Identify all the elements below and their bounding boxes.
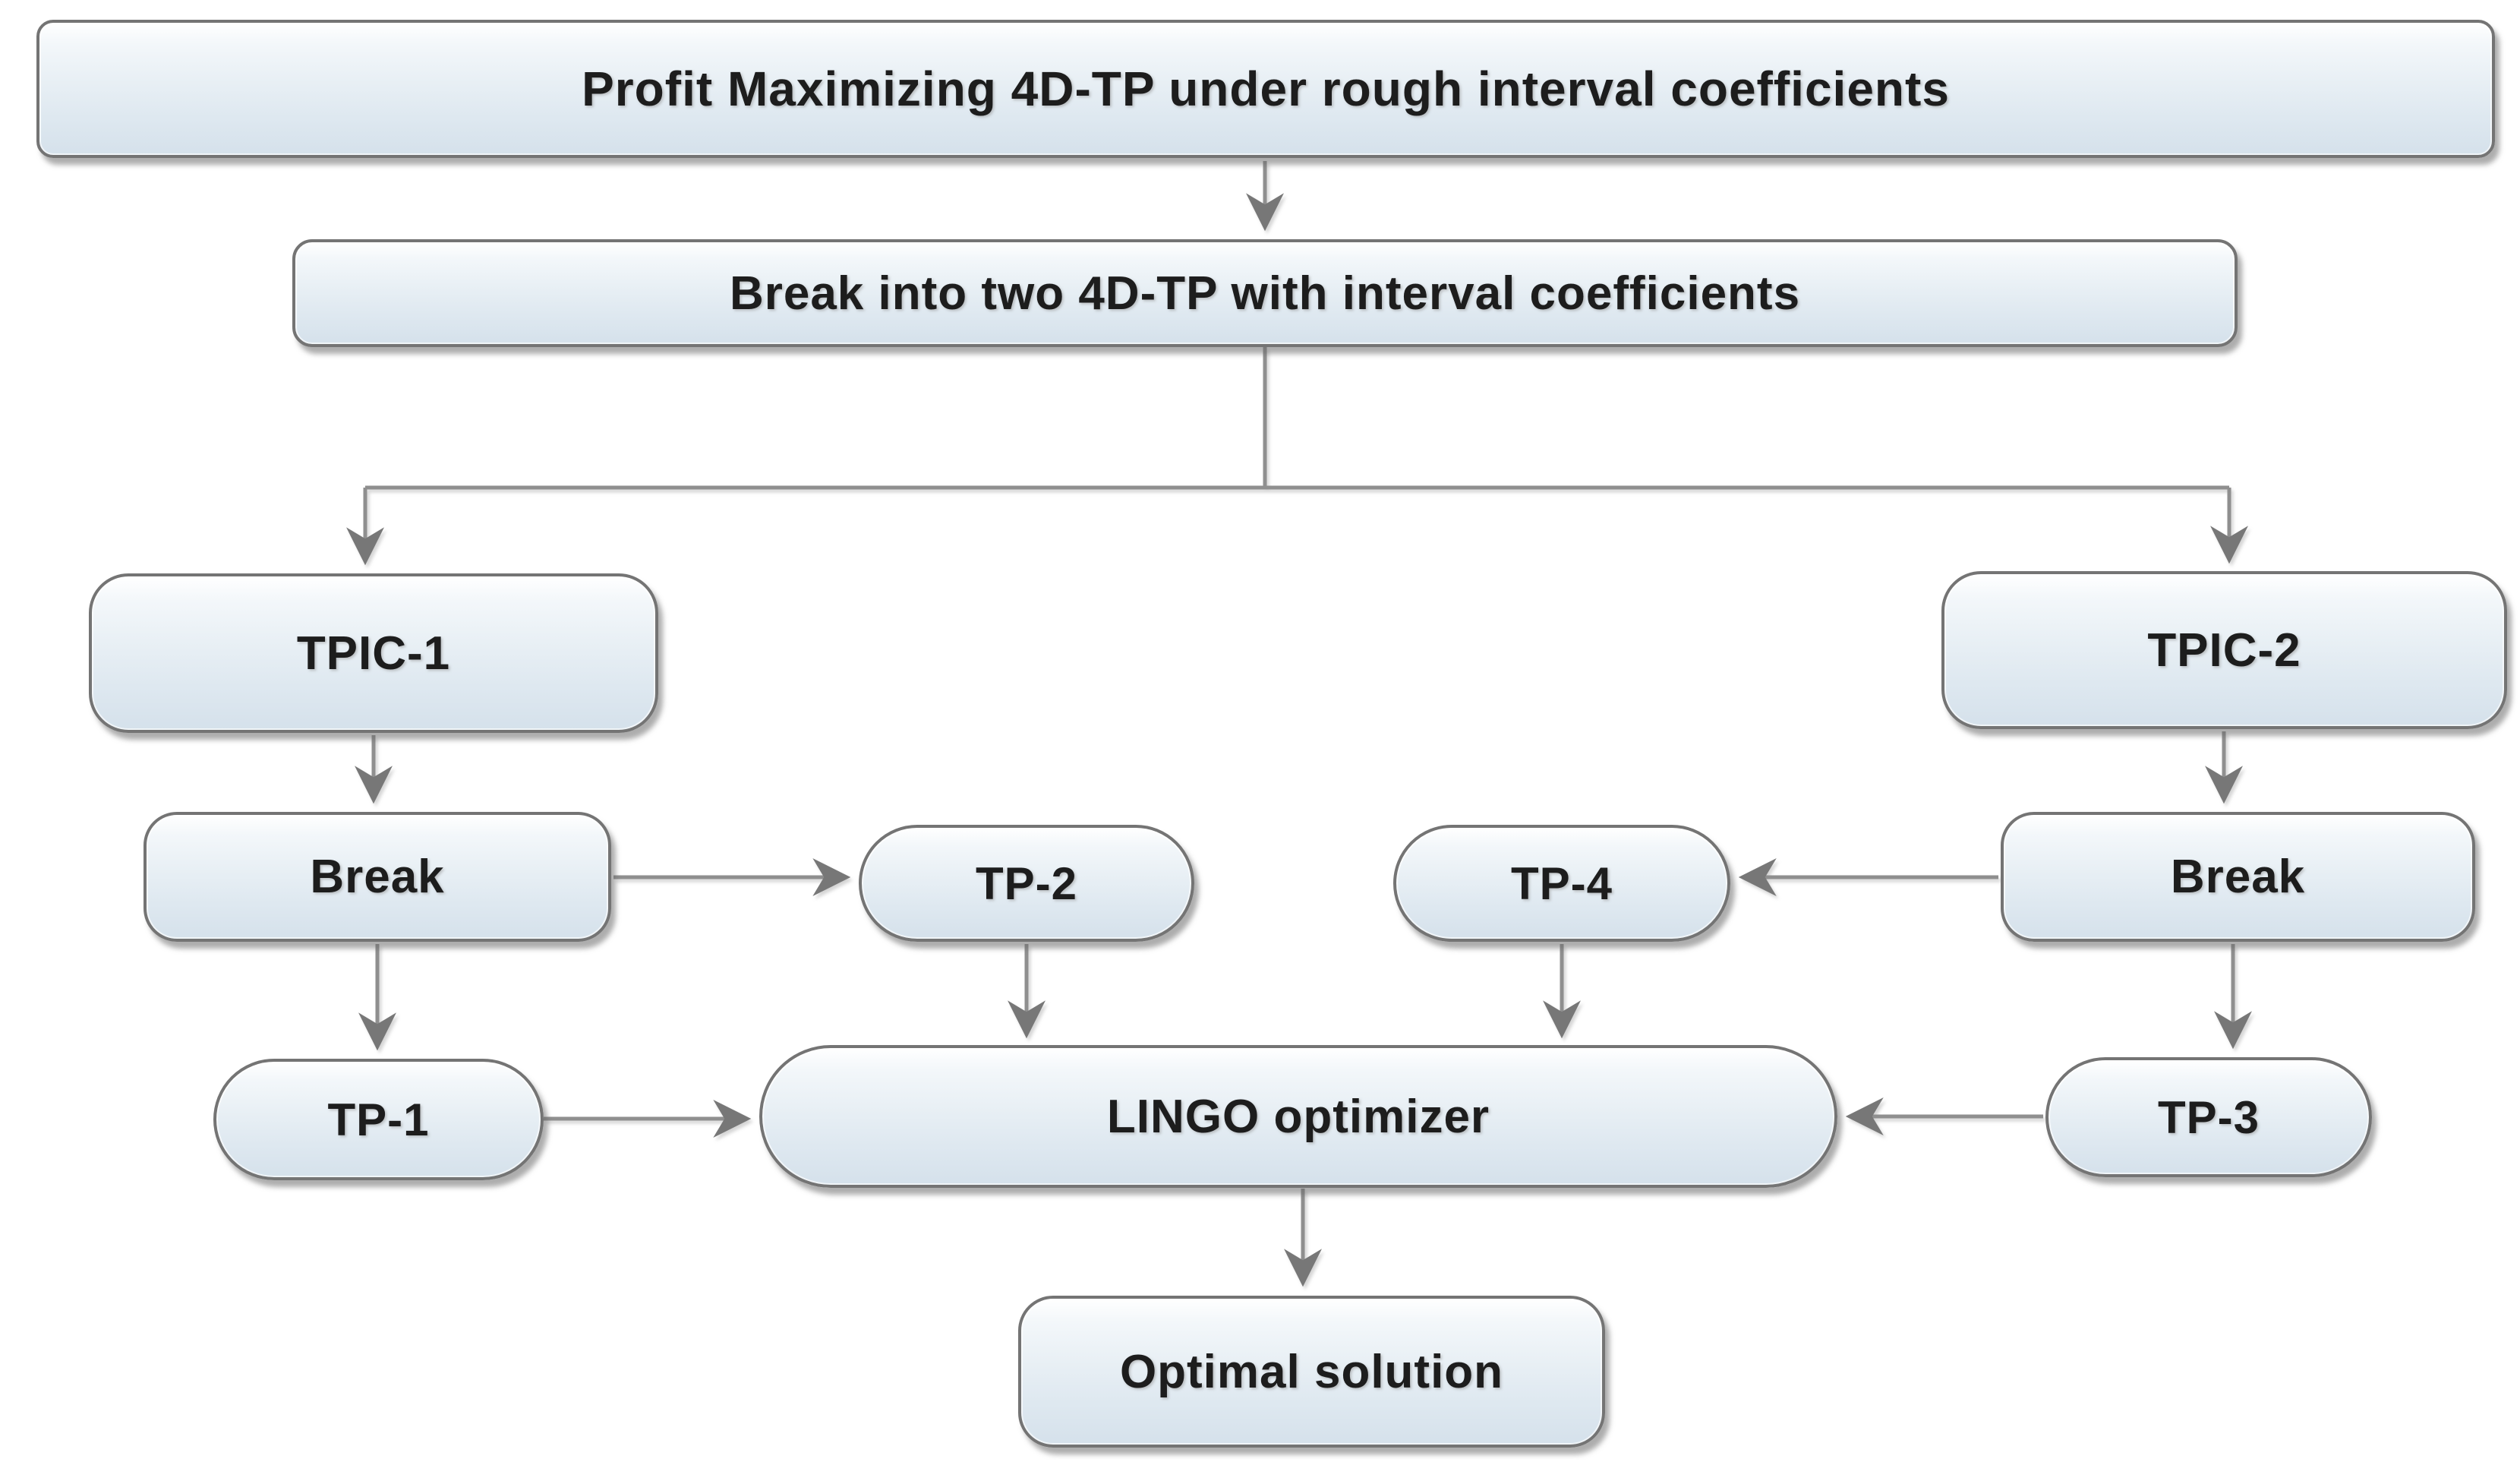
node-tp-3: TP-3 <box>2045 1057 2372 1177</box>
node-lingo-label: LINGO optimizer <box>1106 1090 1490 1143</box>
node-tpic-1-label: TPIC-1 <box>296 627 451 680</box>
node-tp-4: TP-4 <box>1393 825 1730 942</box>
node-break-right-label: Break <box>2170 851 2306 903</box>
node-tp-1: TP-1 <box>213 1059 544 1180</box>
node-start: Profit Maximizing 4D-TP under rough inte… <box>36 20 2495 158</box>
node-tpic-1: TPIC-1 <box>89 573 658 733</box>
node-tp-2-label: TP-2 <box>975 857 1078 909</box>
node-tpic-2: TPIC-2 <box>1941 571 2507 729</box>
node-optimal: Optimal solution <box>1018 1296 1605 1448</box>
node-start-label: Profit Maximizing 4D-TP under rough inte… <box>582 62 1950 116</box>
node-tp-2: TP-2 <box>859 825 1194 942</box>
node-break-right: Break <box>2001 812 2475 942</box>
node-split: Break into two 4D-TP with interval coeff… <box>292 239 2238 347</box>
node-tpic-2-label: TPIC-2 <box>2147 624 2301 677</box>
node-split-label: Break into two 4D-TP with interval coeff… <box>729 267 1801 320</box>
node-tp-1-label: TP-1 <box>327 1094 430 1145</box>
node-optimal-label: Optimal solution <box>1119 1345 1504 1398</box>
node-break-left: Break <box>144 812 611 942</box>
node-tp-3-label: TP-3 <box>2157 1091 2260 1143</box>
node-break-left-label: Break <box>310 851 445 903</box>
node-tp-4-label: TP-4 <box>1510 857 1613 909</box>
node-lingo: LINGO optimizer <box>759 1045 1837 1188</box>
